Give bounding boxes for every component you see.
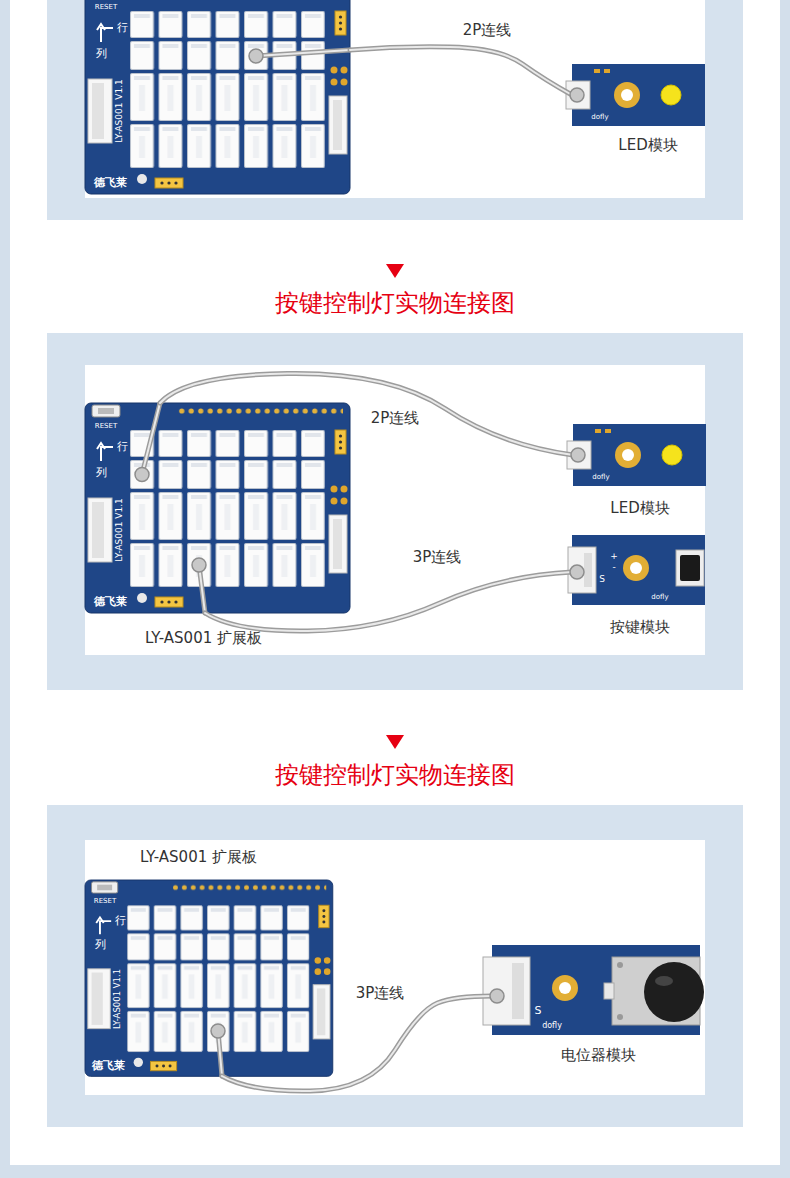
section-heading: 按键控制灯实物连接图 [275, 761, 515, 790]
wire-outer [160, 373, 573, 455]
node-label: 按键模块 [610, 618, 670, 636]
brand-mark: 德飞莱 [94, 176, 127, 189]
board-print: 行 [117, 21, 128, 34]
board-model: LY-AS001 V1.1 [114, 79, 125, 143]
board: LY-AS001 扩展板LY-AS001 V1.1 [85, 880, 333, 1076]
wire-stub [142, 50, 350, 1076]
wire-outer [205, 572, 572, 631]
card [85, 840, 705, 1095]
section-heading: 按键控制灯实物连接图 [275, 289, 515, 318]
pin-name: S [535, 1004, 542, 1017]
module-print: dofly [651, 593, 668, 601]
board-art [85, 0, 350, 194]
wire-plug [570, 565, 584, 579]
board-print: 行 [115, 914, 126, 927]
wire [222, 989, 504, 1091]
wire [160, 373, 585, 462]
board-art [85, 880, 333, 1076]
board-print: RESET [94, 897, 116, 905]
wire [350, 47, 584, 102]
board: LY-AS001 扩展板LY-AS001 V1.1 [85, 403, 350, 613]
led-module-art [566, 64, 705, 126]
node-label: LY-AS001 扩展板 [145, 629, 262, 647]
board-print: 行 [117, 440, 128, 453]
wire-inner [222, 996, 492, 1091]
wire-inner [160, 373, 573, 455]
wire [205, 565, 584, 631]
panel [47, 333, 743, 690]
module-print: dofly [542, 1021, 562, 1031]
module-print: dofly [591, 113, 608, 121]
button-module-art [568, 535, 705, 605]
wire-outer [350, 47, 572, 95]
node-label: 电位器模块 [561, 1046, 636, 1064]
node-label: LED模块 [610, 499, 669, 517]
board-print: 列 [96, 47, 107, 60]
button-module: 按键模块 [572, 535, 705, 605]
potentiometer-module: 电位器模块 [492, 945, 700, 1035]
down-triangle [386, 735, 404, 749]
wire-outer [222, 996, 492, 1091]
board-print: RESET [95, 3, 117, 11]
wire-label: 3P连线 [353, 984, 408, 1002]
wire-inner [205, 572, 572, 631]
board-art [85, 403, 350, 613]
module-print: dofly [592, 473, 609, 481]
board-print: RESET [95, 422, 117, 430]
panel [47, 805, 743, 1127]
wire-label: 2P连线 [460, 21, 515, 39]
brand-mark: 德飞莱 [92, 1059, 125, 1072]
brand-mark: 德飞莱 [94, 595, 127, 608]
wire-inner [350, 47, 572, 95]
socket-plug [135, 49, 263, 1038]
wire-label: 2P连线 [368, 409, 423, 427]
pin-name: + [610, 551, 618, 562]
led-module-art [567, 424, 706, 486]
node-label: LED模块 [618, 136, 677, 154]
wire-plug [570, 88, 584, 102]
board-model: LY-AS001 V1.1 [112, 969, 122, 1029]
wire-plug [571, 448, 585, 462]
down-triangle [386, 264, 404, 278]
wire-plug [490, 989, 504, 1003]
board-model: LY-AS001 V1.1 [114, 498, 125, 562]
pin-name: S [599, 574, 605, 585]
card [85, 365, 705, 655]
board-print: 列 [95, 938, 106, 951]
wire-label: 3P连线 [410, 548, 465, 566]
node-label: LY-AS001 扩展板 [140, 848, 257, 866]
pin-name: - [612, 562, 615, 573]
potentiometer-module-art [483, 945, 704, 1035]
board-print: 列 [96, 466, 107, 479]
